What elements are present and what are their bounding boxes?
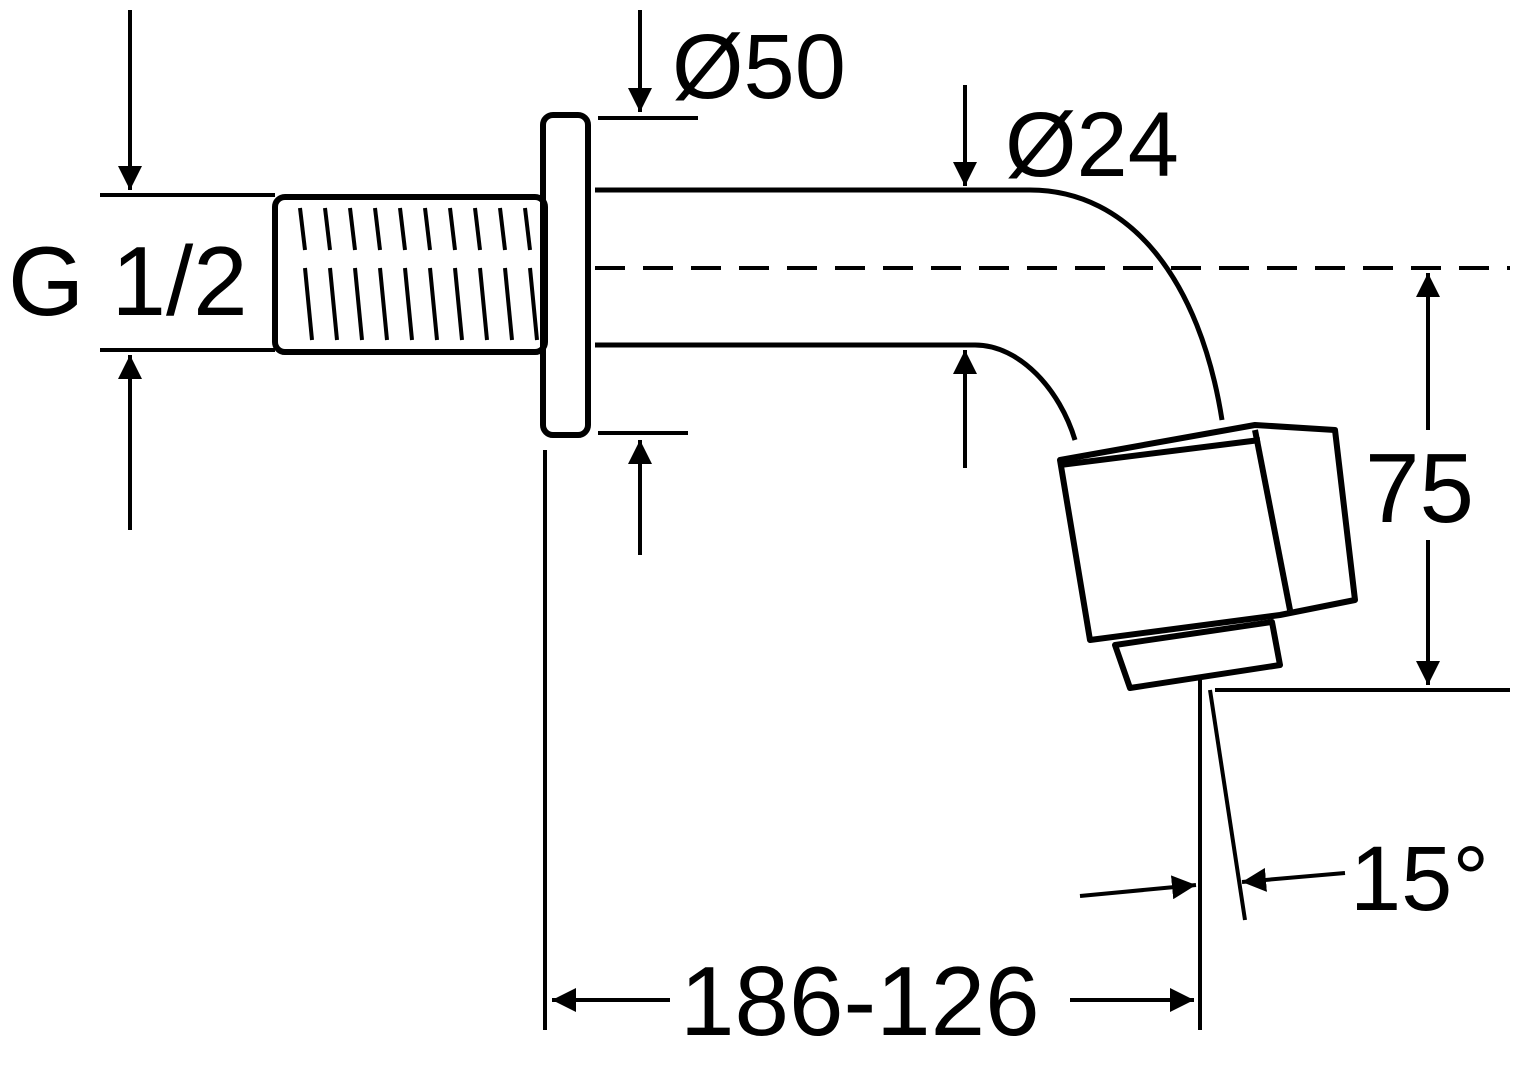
height-label: 75 [1365,433,1474,543]
pipe-diameter-label: Ø24 [1005,94,1179,196]
rosette-diameter-label: Ø50 [672,16,846,118]
threaded-connector [272,194,548,355]
angle-label: 15° [1350,828,1489,930]
projection-label: 186-126 [680,946,1040,1056]
rosette-flange [540,112,591,438]
spout-pipe [595,187,1225,441]
outlet-head [1057,422,1358,691]
dimension-lines [100,10,1510,1030]
thread-size-label: G 1/2 [8,226,248,336]
